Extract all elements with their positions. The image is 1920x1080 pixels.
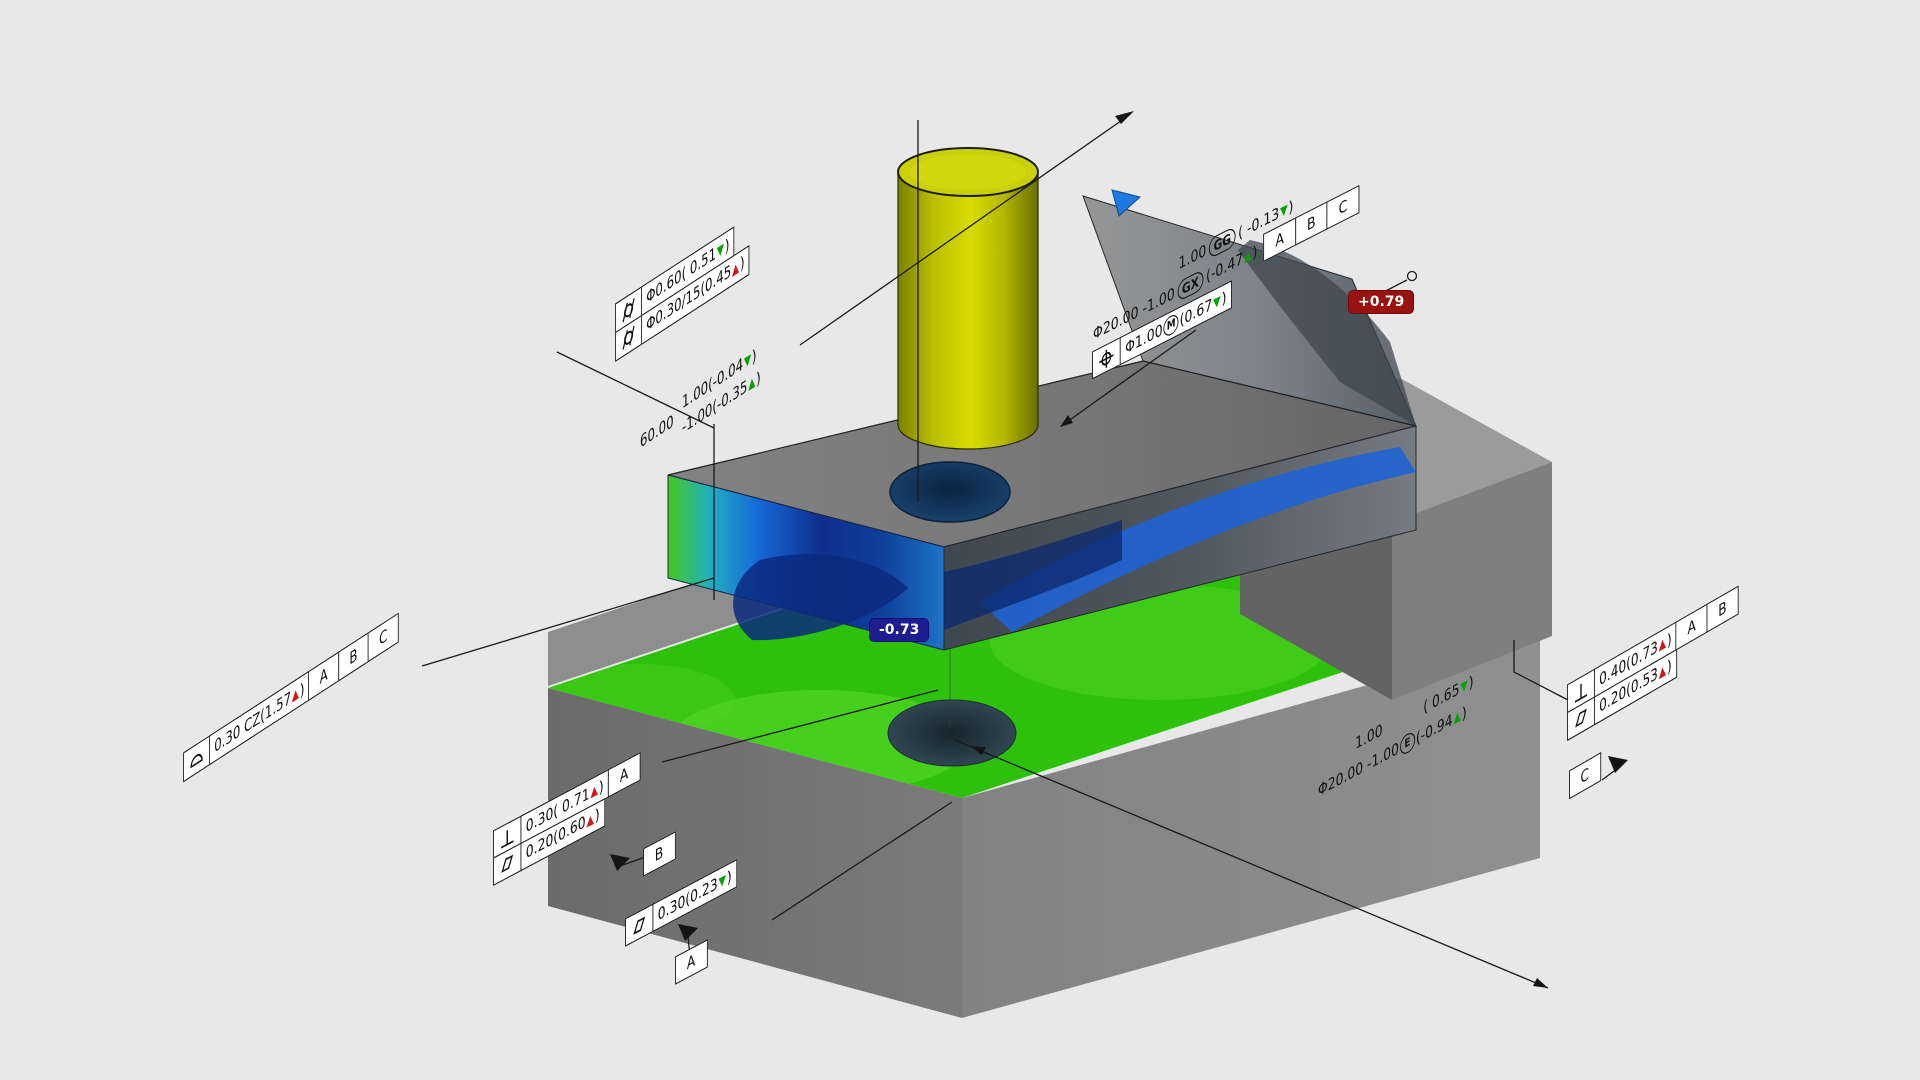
flatness-icon bbox=[492, 841, 522, 886]
deviation-arrow: ▲ bbox=[1244, 246, 1252, 266]
deviation-arrow: ▼ bbox=[743, 350, 752, 371]
base-step-right-face bbox=[1392, 462, 1552, 700]
flatness-icon bbox=[624, 903, 654, 948]
deviation-arrow: ▲ bbox=[586, 810, 595, 829]
position-icon bbox=[1091, 336, 1122, 380]
deviation-arrow: ▲ bbox=[748, 372, 756, 394]
deviation-arrow: ▼ bbox=[1460, 676, 1468, 696]
fcf-row: Φ0.30/15(0.45▲) bbox=[614, 244, 750, 362]
datum-target-triangle-c bbox=[1608, 756, 1628, 773]
base-left-face[interactable] bbox=[548, 688, 962, 1018]
flatness-row: 0.20(0.60▲) bbox=[492, 779, 640, 886]
fcf-row: Φ0.60( 0.51▼) bbox=[614, 216, 750, 334]
pin-cylinder-body[interactable] bbox=[897, 171, 1039, 450]
deviation-arrow: ▲ bbox=[1453, 707, 1461, 727]
perpendicularity-icon bbox=[1566, 668, 1596, 714]
blue-marker[interactable] bbox=[1111, 189, 1142, 217]
bottom-left-fcf-stack[interactable]: 0.30( 0.71▲) A 0.20(0.60▲) bbox=[492, 752, 641, 886]
deviation-arrow: ▲ bbox=[1658, 634, 1667, 654]
right-fcf-stack[interactable]: 0.40(0.73▲) A B 0.20(0.53▲) bbox=[1566, 585, 1739, 741]
deviation-arrow: ▲ bbox=[590, 781, 598, 801]
deviation-arrow: ▼ bbox=[1213, 292, 1221, 312]
deviation-arrow: ▲ bbox=[291, 684, 299, 705]
deviation-arrow: ▲ bbox=[732, 258, 740, 279]
plate-navy-streak bbox=[944, 520, 1122, 630]
flatness-row: 0.20(0.53▲) bbox=[1566, 613, 1738, 741]
max-point-marker bbox=[1406, 270, 1418, 282]
cylindricity-icon bbox=[614, 285, 643, 334]
datum-target-triangle-b bbox=[610, 854, 630, 871]
material-modifier-m: M bbox=[1163, 311, 1179, 339]
nominal-value: 60.00 bbox=[640, 411, 674, 453]
cylindricity-icon bbox=[614, 313, 643, 362]
profile-surface-icon bbox=[182, 734, 211, 783]
datum-target-triangle-a bbox=[678, 924, 698, 941]
bottom-flatness-fcf[interactable]: 0.30(0.23▼) bbox=[624, 858, 738, 948]
deviation-arrow: ▲ bbox=[1658, 661, 1667, 681]
perpendicularity-row: 0.40(0.73▲) A B bbox=[1566, 585, 1739, 714]
base-right-face[interactable] bbox=[962, 637, 1540, 1018]
perpendicularity-row: 0.30( 0.71▲) A bbox=[492, 752, 641, 860]
min-deviation-badge[interactable]: -0.73 bbox=[869, 618, 930, 642]
flatness-icon bbox=[1566, 695, 1596, 741]
top-hole[interactable] bbox=[889, 461, 1011, 523]
max-deviation-badge[interactable]: +0.79 bbox=[1348, 290, 1415, 314]
bottom-hole[interactable] bbox=[887, 699, 1017, 767]
deviation-arrow: ▼ bbox=[716, 240, 724, 261]
pin-cylindricity-fcf[interactable]: Φ0.60( 0.51▼) Φ0.30/15(0.45▲) bbox=[614, 216, 750, 362]
deviation-arrow: ▼ bbox=[718, 871, 727, 891]
pin-cylinder-top-sheen bbox=[910, 154, 1026, 190]
plate-back-flange-shade bbox=[1238, 240, 1416, 426]
top-hole-callout-group[interactable]: 1.00 GG ( -0.13▼) Φ20.00 -1.00 GX (-0.47… bbox=[1091, 160, 1360, 380]
leader-lines bbox=[421, 115, 1619, 989]
arrowheads bbox=[610, 111, 1628, 988]
surface-profile-fcf[interactable]: 0.30 CZ(1.57▲) A B C bbox=[182, 612, 399, 783]
perpendicularity-icon bbox=[492, 815, 522, 860]
plate-blue-swoosh bbox=[980, 447, 1416, 632]
deviation-arrow: ▼ bbox=[1280, 201, 1288, 220]
plate-front-left-blob bbox=[733, 554, 908, 641]
